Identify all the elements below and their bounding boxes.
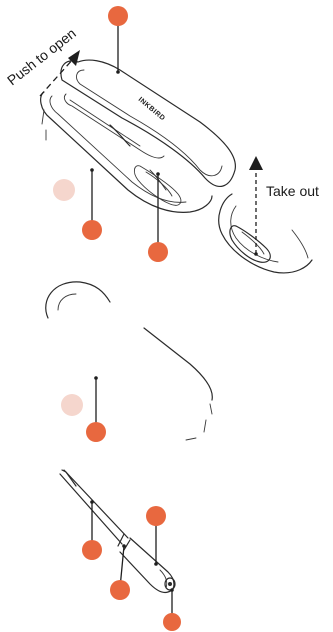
open-body-edge bbox=[143, 327, 213, 401]
marker-probe-cap bbox=[163, 613, 181, 631]
case-edge-fragment-left bbox=[41, 109, 45, 125]
case-probe-slot bbox=[63, 93, 165, 159]
open-lid-fragment bbox=[45, 281, 111, 319]
take-out-dot bbox=[254, 252, 258, 256]
push-arrow-line bbox=[39, 57, 75, 97]
marker-probe-band bbox=[110, 580, 130, 600]
open-case bbox=[45, 281, 213, 441]
case-base-inner bbox=[49, 95, 187, 203]
detail-probe-handle-inner bbox=[241, 231, 265, 255]
push-arrow-head bbox=[68, 50, 80, 66]
case-probe-handle-inner bbox=[145, 171, 173, 197]
leader-base-dot bbox=[90, 168, 94, 172]
detail-base-outline bbox=[218, 193, 313, 274]
take-out-label: Take out bbox=[266, 183, 319, 199]
case-lid-outline bbox=[60, 59, 236, 187]
detail-base-inner bbox=[230, 205, 279, 263]
case-probe-handle-outline bbox=[133, 165, 182, 206]
marker-probe-handle bbox=[146, 506, 166, 526]
probe-end-cap-center bbox=[168, 582, 172, 586]
marker-case-slot bbox=[148, 242, 168, 262]
probe-handle bbox=[119, 537, 175, 594]
case-probe-slot-inner bbox=[69, 99, 141, 147]
probe-band bbox=[117, 533, 131, 551]
marker-case-lid bbox=[108, 6, 128, 26]
case-base-outline bbox=[40, 91, 213, 213]
leader-open-case-dot bbox=[94, 376, 98, 380]
push-to-open-label: Push to open bbox=[4, 25, 79, 88]
detail-probe-handle bbox=[229, 225, 271, 263]
open-body-edge-lower bbox=[209, 403, 213, 415]
probe-end-cap bbox=[164, 577, 176, 591]
probe bbox=[59, 469, 176, 594]
open-body-edge-lower-3 bbox=[185, 437, 197, 441]
case-probe-seated bbox=[109, 124, 131, 147]
case-probe-ring bbox=[149, 169, 167, 191]
take-out-indicator: Take out bbox=[249, 156, 319, 256]
leader-probe-band-dot bbox=[122, 544, 126, 548]
leader-probe-cap-dot bbox=[170, 588, 174, 592]
leader-probe-handle-dot bbox=[154, 562, 158, 566]
open-body-edge-lower-2 bbox=[203, 419, 207, 433]
probe-handle-ring bbox=[159, 569, 168, 589]
probe-shaft-bottom bbox=[59, 473, 123, 545]
probe-shaft-top bbox=[63, 469, 129, 539]
detail-edge-fragment bbox=[291, 229, 309, 259]
case-lid-rim bbox=[76, 69, 223, 177]
marker-probe-shaft bbox=[82, 540, 102, 560]
leader-probe-shaft-dot bbox=[90, 500, 94, 504]
marker-case-base bbox=[82, 220, 102, 240]
push-to-open-indicator: Push to open bbox=[4, 25, 80, 97]
leader-slot-dot bbox=[156, 172, 160, 176]
marker-faded-open bbox=[61, 394, 83, 416]
marker-faded-case bbox=[53, 179, 75, 201]
marker-open-case bbox=[86, 422, 106, 442]
open-lid-inner bbox=[57, 293, 77, 311]
take-out-arrow-head bbox=[249, 156, 263, 170]
brand-label: INKBIRD bbox=[137, 96, 167, 122]
take-out-detail bbox=[218, 193, 313, 274]
leader-lid-dot bbox=[116, 70, 120, 74]
